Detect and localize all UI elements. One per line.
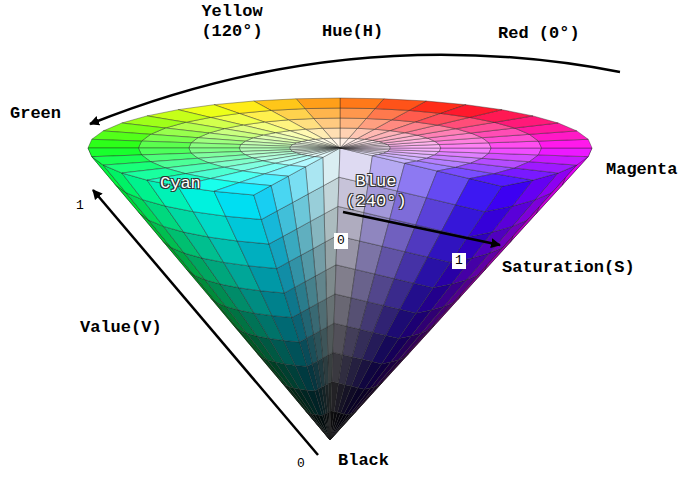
cone-facet [439, 148, 491, 153]
scale-number: 1 [76, 198, 84, 214]
cone-facet [421, 303, 453, 334]
saturation-arrow [343, 212, 500, 245]
color-name: Cyan [160, 174, 201, 194]
cone-facet [330, 412, 356, 440]
cone-facet [537, 177, 566, 213]
cone-facet [444, 275, 478, 306]
cone-facet [340, 148, 390, 151]
hue-value-label: Yellow (120°) [196, 2, 268, 42]
cone-facet [309, 413, 330, 440]
hue-value-label: Blue (240°) [340, 172, 412, 212]
endpoint-label: Black [338, 451, 389, 471]
cone-facet [433, 294, 461, 327]
cone-facet [290, 157, 323, 167]
cone-facet [290, 145, 340, 148]
cone-facet [340, 140, 379, 148]
cone-facet [340, 98, 384, 109]
cone-facet [239, 145, 290, 149]
cone-facet [386, 309, 416, 338]
cone-facet [340, 118, 366, 128]
cone-facet [330, 411, 356, 440]
cone-facet [390, 148, 441, 152]
cone-facet [214, 183, 271, 195]
cone-facet [511, 206, 540, 241]
cone-facet [340, 108, 375, 119]
cone-facet [340, 128, 358, 138]
cone-facet [408, 323, 435, 355]
cone-facet [189, 143, 241, 148]
cone-facet [441, 105, 502, 118]
cone-facet [300, 338, 313, 366]
cone-facet [539, 148, 593, 157]
cone-facet [138, 141, 191, 148]
cone-facet [322, 415, 330, 440]
color-name: Magenta [606, 160, 677, 180]
cone-facet [399, 330, 429, 360]
cone-facet [340, 139, 372, 148]
cone-facet [467, 248, 503, 280]
cone-facet [490, 220, 528, 253]
cone-facet [372, 336, 399, 364]
axis-title: Hue(H) [322, 22, 383, 42]
hue-arrow [90, 55, 620, 124]
cone-facet [414, 257, 451, 288]
scale-number: 0 [297, 456, 305, 472]
cone-facet [358, 362, 382, 390]
cone-facet [400, 283, 433, 313]
cone-facet [307, 364, 318, 391]
cone-facet [489, 148, 542, 155]
scale-number: 0 [334, 233, 348, 249]
cone-facet [459, 265, 487, 299]
cone-facet [308, 148, 340, 157]
scale-number: 1 [452, 253, 466, 269]
cone-facet [292, 313, 307, 342]
cone-facet [307, 413, 330, 441]
axis-title: Saturation(S) [502, 258, 635, 278]
hue-value-label: Red (0°) [498, 24, 580, 44]
cone-facet [306, 412, 330, 440]
color-name: Green [10, 104, 61, 124]
cone-facet [330, 414, 347, 440]
cone-facet [315, 148, 340, 157]
cone-facet [344, 388, 364, 415]
axis-title: Value(V) [80, 318, 162, 338]
cone-facet [513, 193, 553, 227]
cone-facet [315, 389, 324, 415]
cone-facet [88, 139, 142, 148]
